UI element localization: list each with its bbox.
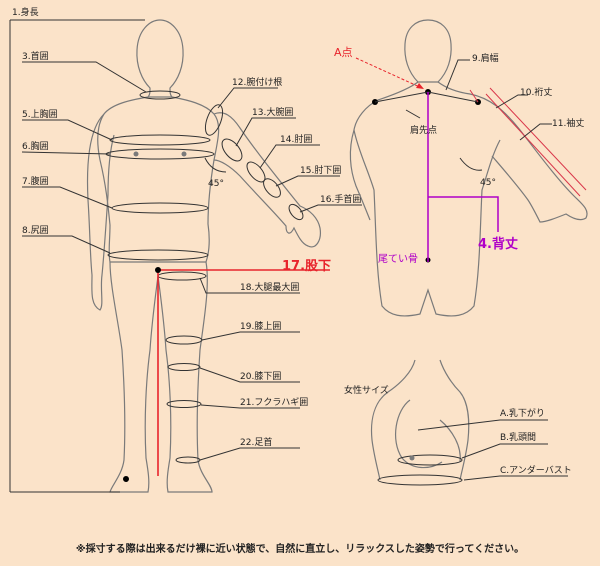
hip-ring <box>107 249 209 261</box>
waist-ring <box>111 202 209 214</box>
label-below-knee: 20.膝下囲 <box>240 370 281 382</box>
label-upper-arm: 13.大腕囲 <box>252 106 293 118</box>
label-arm-base: 12.腕付け根 <box>232 76 282 88</box>
sleeve-lines <box>469 87 587 197</box>
underbust-ring <box>377 474 463 486</box>
label-back-length: 4.背丈 <box>478 236 518 252</box>
label-hip: 8.尻囲 <box>22 225 49 236</box>
ankle-ring <box>175 456 201 464</box>
back-length-line <box>427 92 499 262</box>
front-angle-arc <box>204 157 227 173</box>
label-tailbone: 尾てい骨 <box>378 253 418 265</box>
above-knee-ring <box>165 335 203 345</box>
below-elbow-ring <box>263 178 281 198</box>
back-leader-lines <box>405 59 552 171</box>
label-underbust: C.アンダーバスト <box>500 464 572 476</box>
bust-ring <box>397 454 463 466</box>
back-left-arm <box>349 129 371 221</box>
wrist-ring <box>288 203 304 221</box>
female-rings <box>377 454 463 486</box>
back-points <box>372 89 481 263</box>
female-label-texts: 女性サイズ A.乳下がり B.乳頭間 C.アンダーバスト <box>344 384 572 476</box>
label-chest: 6.胸囲 <box>22 140 49 152</box>
label-back-angle: 45° <box>480 178 496 188</box>
front-left-arm <box>86 113 115 311</box>
chest-ring <box>105 148 215 160</box>
female-leader-lines <box>417 419 568 481</box>
female-nipple <box>409 455 415 461</box>
calf-ring <box>166 400 202 408</box>
front-label-texts: 1.身長 3.首囲 5.上胸囲 6.胸囲 7.腹囲 8.尻囲 12.腕付け根 1… <box>12 6 361 448</box>
measurement-note: ※採寸する際は出来るだけ裸に近い状態で、自然に直立し、リラックスした姿勢で行って… <box>76 542 524 555</box>
below-knee-ring <box>167 363 201 371</box>
label-elbow: 14.肘囲 <box>280 134 312 145</box>
label-waist: 7.腹囲 <box>22 175 49 187</box>
label-neck: 3.首囲 <box>22 50 49 62</box>
front-nipple-left <box>133 151 139 157</box>
label-thigh: 18.大腿最大囲 <box>240 281 299 293</box>
front-right-arm <box>213 112 321 248</box>
label-upper-chest: 5.上胸囲 <box>22 108 58 120</box>
label-sleeve: 11.袖丈 <box>552 117 584 129</box>
label-calf: 21.フクラハギ囲 <box>240 397 308 408</box>
label-above-knee: 19.膝上囲 <box>240 320 281 332</box>
thigh-ring <box>157 271 207 281</box>
height-bracket <box>9 19 145 493</box>
back-torso <box>353 81 501 317</box>
female-title: 女性サイズ <box>344 384 389 396</box>
back-label-texts: 9.肩幅 10.裄丈 11.袖丈 肩先点 45° <box>410 52 584 188</box>
inseam-line <box>123 267 330 482</box>
label-shoulder-tip: 肩先点 <box>410 124 437 136</box>
back-body <box>349 19 588 317</box>
point-a-arrow <box>355 57 425 90</box>
front-head <box>136 19 184 98</box>
label-sag: A.乳下がり <box>500 407 545 419</box>
female-breast <box>395 399 461 469</box>
front-body <box>86 19 321 493</box>
female-torso <box>370 359 470 481</box>
label-height: 1.身長 <box>12 6 39 18</box>
female-figure <box>370 359 470 481</box>
label-point-a: A点 <box>334 46 353 59</box>
upper-arm-ring <box>221 138 243 162</box>
back-right-arm <box>437 81 588 223</box>
neck-ring <box>139 90 181 100</box>
back-head <box>404 19 452 83</box>
label-wrist: 16.手首囲 <box>320 193 361 205</box>
label-front-angle: 45° <box>208 179 224 189</box>
label-nipple-gap: B.乳頭間 <box>500 431 536 443</box>
upper-chest-ring <box>109 134 211 146</box>
arm-base-ring <box>204 104 224 136</box>
label-shoulder-width: 9.肩幅 <box>472 52 499 64</box>
front-torso <box>97 96 220 263</box>
label-yuki: 10.裄丈 <box>520 86 552 98</box>
label-ankle: 22.足首 <box>240 436 272 448</box>
front-nipple-right <box>181 151 187 157</box>
label-below-elbow: 15.肘下囲 <box>300 165 341 176</box>
elbow-ring <box>246 161 266 183</box>
label-inseam: 17.股下 <box>282 259 331 274</box>
front-leader-lines <box>21 61 362 461</box>
